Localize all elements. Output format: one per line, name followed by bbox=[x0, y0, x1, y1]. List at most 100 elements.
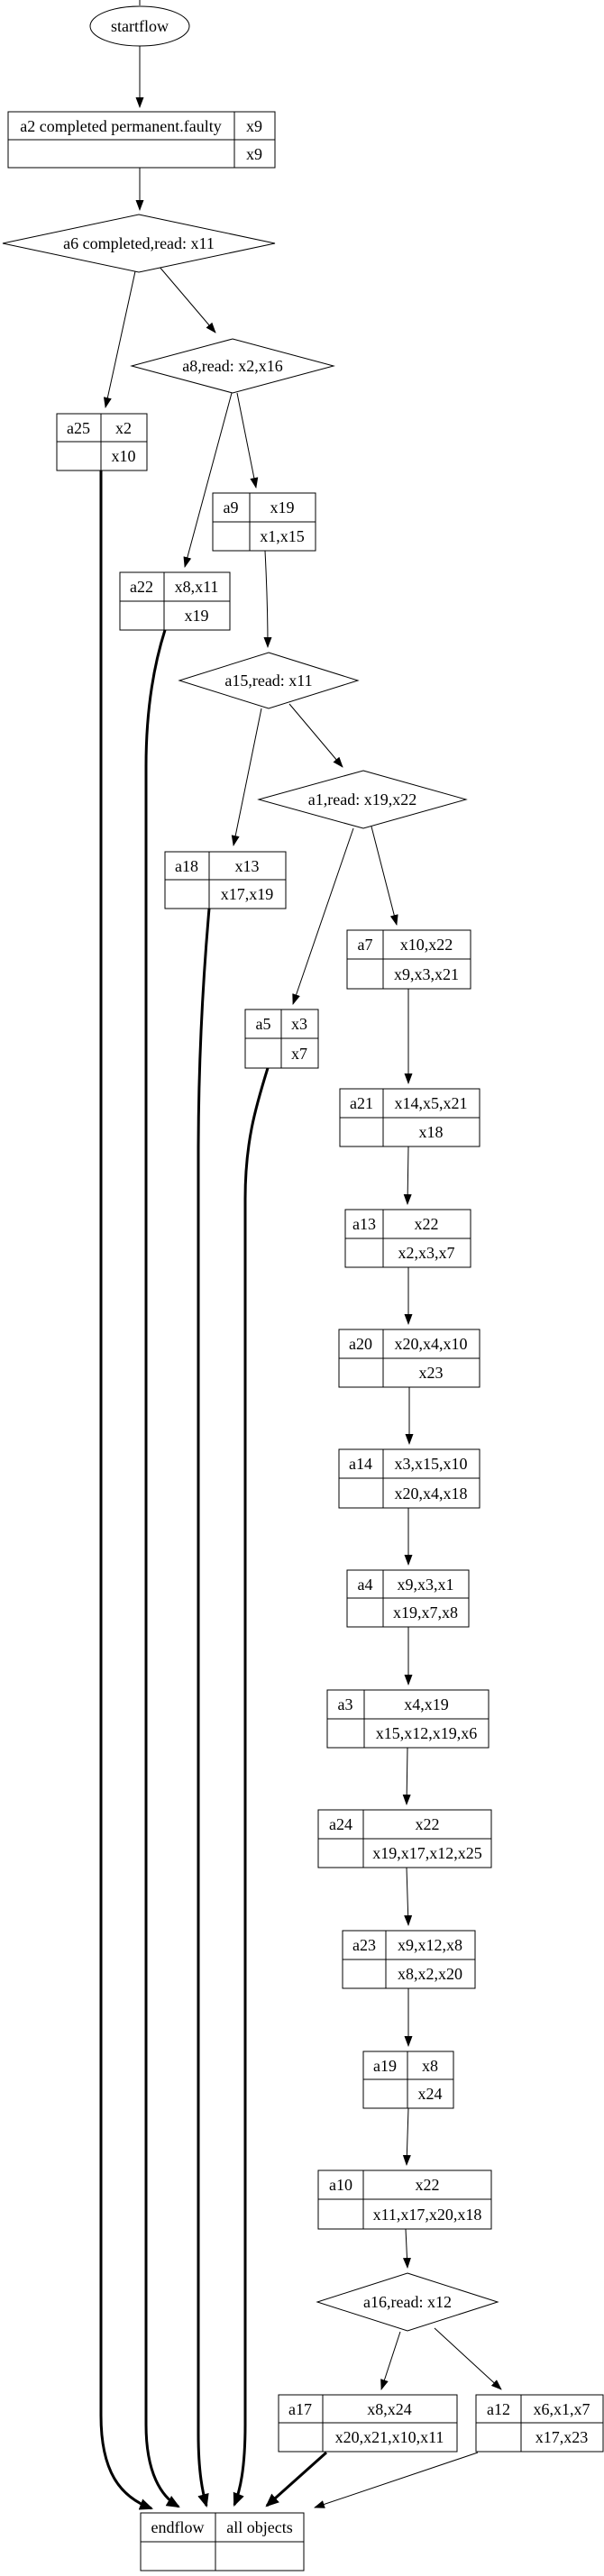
node-a2: a2 completed permanent.faulty x9 x9 bbox=[7, 111, 276, 169]
endflow-value: all objects bbox=[226, 2518, 292, 2536]
node-a24: a24 x22 x19,x17,x12,x25 bbox=[317, 1809, 492, 1868]
a4-label: a4 bbox=[358, 1576, 373, 1594]
node-a7: a7 x10,x22 x9,x3,x21 bbox=[346, 929, 471, 990]
node-a19: a19 x8 x24 bbox=[362, 2051, 454, 2109]
a10-bottom-value: x11,x17,x20,x18 bbox=[373, 2206, 482, 2224]
a7-label: a7 bbox=[358, 936, 373, 954]
node-a20: a20 x20,x4,x10 x23 bbox=[338, 1329, 480, 1388]
a13-label: a13 bbox=[352, 1215, 376, 1233]
edge-a16-a12 bbox=[434, 2327, 502, 2390]
edge-a18-endflow bbox=[197, 908, 211, 2508]
a5-bottom-value: x7 bbox=[291, 1045, 307, 1063]
a20-label: a20 bbox=[349, 1335, 372, 1353]
a14-label: a14 bbox=[349, 1455, 372, 1473]
a18-label: a18 bbox=[175, 857, 198, 875]
a22-bottom-value: x19 bbox=[185, 607, 209, 625]
node-endflow: endflow all objects bbox=[140, 2512, 305, 2571]
a20-top-value: x20,x4,x10 bbox=[395, 1335, 468, 1353]
edge-a22-endflow bbox=[144, 629, 180, 2508]
a13-bottom-value: x2,x3,x7 bbox=[398, 1244, 455, 1262]
endflow-label: endflow bbox=[151, 2518, 205, 2536]
edge-a1-a5 bbox=[292, 827, 354, 1005]
a15-label: a15,read: x11 bbox=[224, 671, 312, 690]
a3-top-value: x4,x19 bbox=[404, 1695, 449, 1713]
a2-bottom-value: x9 bbox=[246, 145, 262, 163]
a22-label: a22 bbox=[130, 578, 153, 596]
edge-a1-a7 bbox=[371, 826, 398, 926]
a7-top-value: x10,x22 bbox=[400, 936, 453, 954]
a17-label: a17 bbox=[288, 2400, 312, 2418]
node-a4: a4 x9,x3,x1 x19,x7,x8 bbox=[346, 1569, 470, 1628]
a16-label: a16,read: x12 bbox=[363, 2293, 452, 2311]
a12-top-value: x6,x1,x7 bbox=[534, 2400, 590, 2418]
a23-label: a23 bbox=[352, 1936, 376, 1954]
a23-top-value: x9,x12,x8 bbox=[398, 1936, 462, 1954]
a5-top-value: x3 bbox=[291, 1015, 307, 1033]
edge-a6-a25 bbox=[103, 270, 136, 408]
edge-a15-a18 bbox=[231, 708, 262, 846]
edge-a19-a10 bbox=[402, 2107, 411, 2166]
a19-bottom-value: x24 bbox=[418, 2085, 443, 2103]
a14-top-value: x3,x15,x10 bbox=[395, 1455, 468, 1473]
a6-label: a6 completed,read: x11 bbox=[63, 234, 215, 252]
a24-top-value: x22 bbox=[416, 1815, 440, 1833]
edge-a17-endflow bbox=[265, 2451, 327, 2507]
a13-top-value: x22 bbox=[415, 1215, 439, 1233]
a25-top-value: x2 bbox=[115, 419, 132, 437]
node-startflow: startflow bbox=[89, 5, 190, 47]
a7-bottom-value: x9,x3,x21 bbox=[394, 965, 459, 983]
a23-bottom-value: x8,x2,x20 bbox=[398, 1965, 462, 1983]
a25-label: a25 bbox=[67, 419, 90, 437]
a9-top-value: x19 bbox=[270, 498, 295, 516]
node-a14: a14 x3,x15,x10 x20,x4,x18 bbox=[338, 1448, 480, 1509]
a14-bottom-value: x20,x4,x18 bbox=[395, 1484, 468, 1503]
node-a10: a10 x22 x11,x17,x20,x18 bbox=[317, 2170, 492, 2230]
node-a9: a9 x19 x1,x15 bbox=[212, 492, 316, 552]
a3-bottom-value: x15,x12,x19,x6 bbox=[376, 1724, 478, 1742]
node-a23: a23 x9,x12,x8 x8,x2,x20 bbox=[342, 1930, 476, 1989]
node-a8: a8,read: x2,x16 bbox=[130, 338, 335, 394]
node-a22: a22 x8,x11 x19 bbox=[119, 571, 231, 631]
node-a16: a16,read: x12 bbox=[316, 2272, 499, 2332]
a17-bottom-value: x20,x21,x10,x11 bbox=[335, 2428, 444, 2446]
a21-top-value: x14,x5,x21 bbox=[395, 1094, 468, 1112]
edge-a8-a9 bbox=[236, 392, 259, 489]
node-a3: a3 x4,x19 x15,x12,x19,x6 bbox=[326, 1689, 490, 1749]
edge-a15-a1 bbox=[288, 703, 343, 768]
a18-top-value: x13 bbox=[235, 857, 260, 875]
node-a15: a15,read: x11 bbox=[178, 652, 360, 709]
a24-bottom-value: x19,x17,x12,x25 bbox=[372, 1844, 482, 1862]
a9-bottom-value: x1,x15 bbox=[260, 527, 305, 545]
node-a13: a13 x22 x2,x3,x7 bbox=[344, 1209, 471, 1268]
a21-label: a21 bbox=[350, 1094, 373, 1112]
a19-label: a19 bbox=[373, 2057, 397, 2075]
node-a25: a25 x2 x10 bbox=[56, 413, 148, 471]
node-a17: a17 x8,x24 x20,x21,x10,x11 bbox=[278, 2394, 458, 2453]
a22-top-value: x8,x11 bbox=[175, 578, 219, 596]
a24-label: a24 bbox=[329, 1815, 352, 1833]
a18-bottom-value: x17,x19 bbox=[221, 885, 274, 903]
a19-top-value: x8 bbox=[422, 2057, 438, 2075]
a4-top-value: x9,x3,x1 bbox=[398, 1576, 454, 1594]
edges-layer bbox=[99, 0, 502, 2510]
node-a5: a5 x3 x7 bbox=[244, 1009, 319, 1069]
a2-label: a2 completed permanent.faulty bbox=[20, 117, 221, 135]
node-a1: a1,read: x19,x22 bbox=[257, 770, 468, 829]
a1-label: a1,read: x19,x22 bbox=[308, 790, 416, 808]
a8-label: a8,read: x2,x16 bbox=[182, 357, 282, 375]
startflow-label: startflow bbox=[111, 17, 169, 35]
edge-a10-a16 bbox=[402, 2228, 411, 2269]
a17-top-value: x8,x24 bbox=[367, 2400, 412, 2418]
edge-a24-a23 bbox=[404, 1867, 413, 1926]
edge-a6-a8 bbox=[158, 265, 216, 333]
a21-bottom-value: x18 bbox=[419, 1123, 444, 1141]
a10-top-value: x22 bbox=[416, 2176, 440, 2194]
node-a21: a21 x14,x5,x21 x18 bbox=[339, 1088, 480, 1147]
a20-bottom-value: x23 bbox=[419, 1364, 444, 1382]
a10-label: a10 bbox=[329, 2176, 352, 2194]
edge-a9-a15 bbox=[263, 550, 272, 648]
a25-bottom-value: x10 bbox=[112, 447, 136, 465]
a4-bottom-value: x19,x7,x8 bbox=[393, 1603, 458, 1621]
edge-a21-a13 bbox=[403, 1146, 412, 1205]
